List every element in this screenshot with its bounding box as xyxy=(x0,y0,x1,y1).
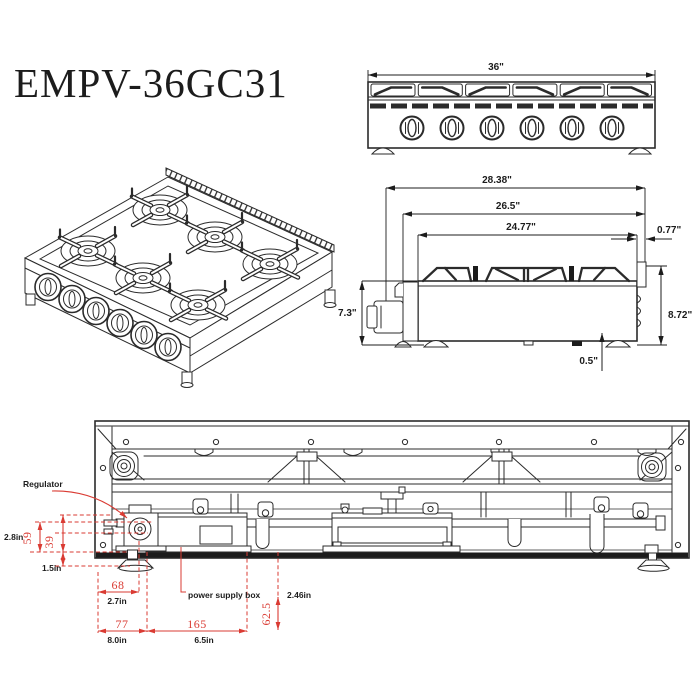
back-trim-strip xyxy=(165,167,335,253)
bottom-foot-left xyxy=(116,549,155,572)
front-foot-right xyxy=(627,147,653,155)
power-supply-box xyxy=(145,512,252,553)
bearing-left xyxy=(113,455,135,477)
dim-2-46in: 2.46in xyxy=(287,590,311,600)
dim-6-5in: 6.5in xyxy=(194,635,213,645)
model-title: EMPV-36GC31 xyxy=(14,60,288,106)
dim-2-8in: 2.8in xyxy=(4,532,23,542)
regulator-label: Regulator xyxy=(23,479,63,489)
dim-1-5in: 1.5in xyxy=(42,563,61,573)
front-view: 36" xyxy=(367,62,656,155)
dim-39mm: 39 xyxy=(42,536,56,549)
dim-68mm: 68 xyxy=(112,578,125,592)
front-width-dim: 36" xyxy=(488,62,504,73)
side-dim-body: 24.77" xyxy=(506,222,536,233)
dim-77mm: 77 xyxy=(116,617,129,631)
side-foot-right xyxy=(604,340,632,348)
isometric-view xyxy=(23,167,337,388)
dim-8-0in: 8.0in xyxy=(107,635,126,645)
side-dim-back-lip: 0.77" xyxy=(657,225,681,236)
bottom-dimensions: Regulator 2.8in 59 39 1.5in 68 2.7in 77 … xyxy=(4,479,311,645)
side-dim-height-right: 8.72" xyxy=(668,310,692,321)
side-dim-height-left: 7.3" xyxy=(338,308,357,319)
side-regulator xyxy=(366,281,419,348)
iso-feet xyxy=(25,289,337,388)
regulator xyxy=(103,504,167,552)
dim-59mm: 59 xyxy=(20,532,34,545)
side-dim-mid: 26.5" xyxy=(496,201,520,212)
power-supply-leader xyxy=(180,547,186,593)
dim-62-5mm: 62.5 xyxy=(259,603,273,626)
gas-inlet xyxy=(572,341,582,346)
bottom-view xyxy=(94,420,690,572)
bearing-right xyxy=(641,456,663,478)
side-foot-left xyxy=(422,340,450,348)
center-box xyxy=(322,486,461,553)
bottom-foot-right xyxy=(636,544,671,572)
side-dim-bottom-gap: 0.5" xyxy=(579,356,598,367)
front-foot-left xyxy=(370,147,396,155)
back-panel xyxy=(636,261,647,288)
dim-165mm: 165 xyxy=(187,617,207,631)
side-view: 28.38" 26.5" 24.77" 0.77" 7.3" xyxy=(338,175,692,371)
side-dim-overall: 28.38" xyxy=(482,175,512,186)
dim-2-7in: 2.7in xyxy=(107,596,126,606)
power-supply-label: power supply box xyxy=(188,590,261,600)
regulator-leader xyxy=(51,490,128,519)
